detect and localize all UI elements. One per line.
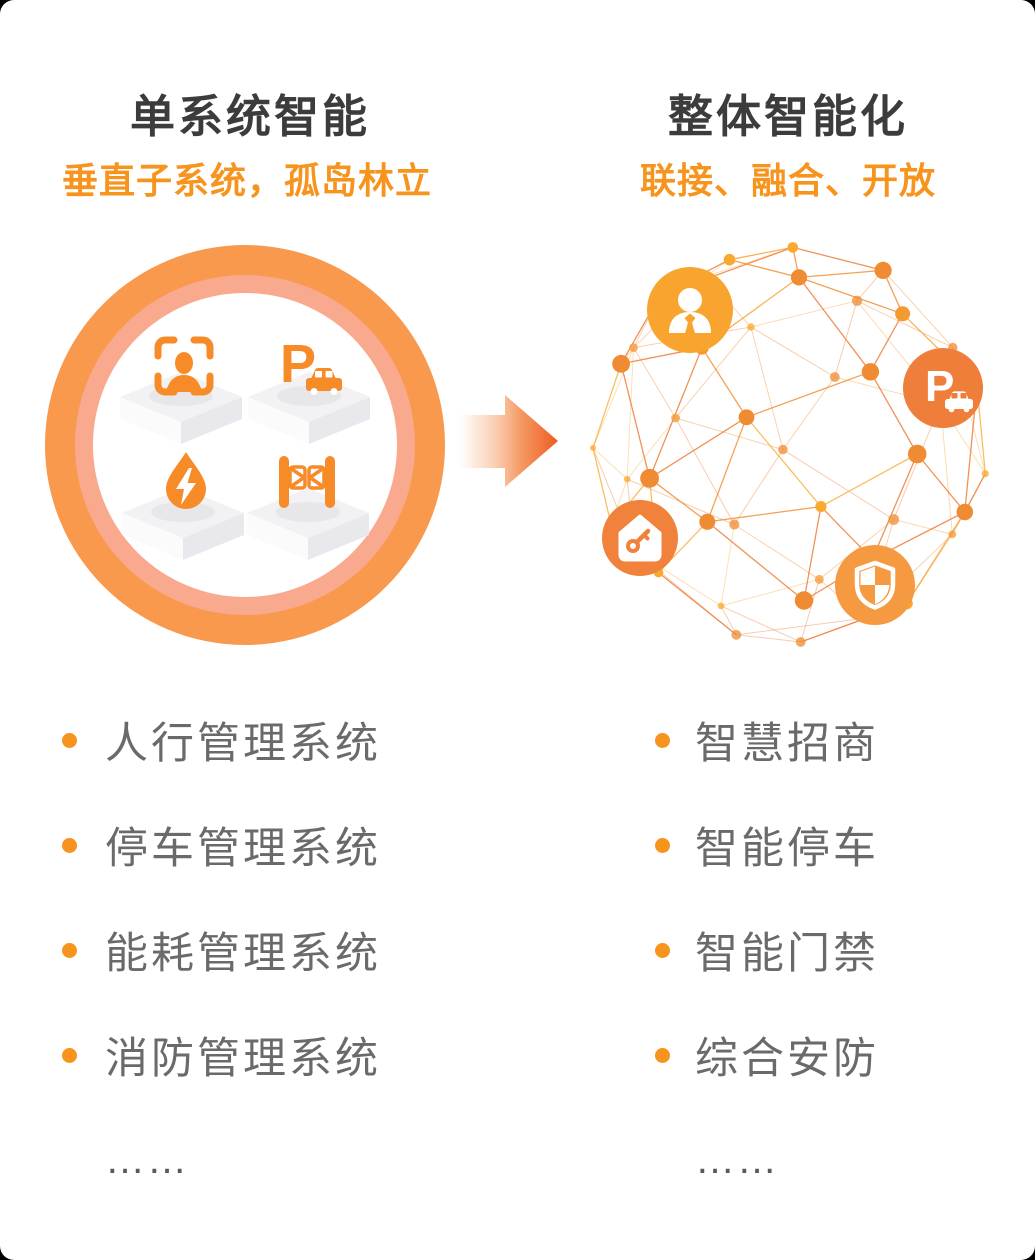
list-ellipsis: ……	[655, 1138, 879, 1182]
left-subtitle: 垂直子系统，孤岛林立	[61, 160, 432, 201]
smart-parking-badge: P	[903, 348, 983, 428]
list-item: 消防管理系统	[62, 1033, 381, 1083]
list-item-label: 智能门禁	[695, 930, 879, 978]
security-shield-badge	[835, 545, 915, 625]
list-item: 能耗管理系统	[62, 928, 381, 978]
left-system-list: 人行管理系统 停车管理系统 能耗管理系统 消防管理系统 ……	[62, 718, 381, 1243]
home-access-badge	[602, 500, 678, 576]
bullet-icon	[655, 837, 670, 853]
bullet-icon	[62, 1047, 77, 1063]
list-item-label: 停车管理系统	[105, 825, 381, 873]
list-item: 智慧招商	[655, 718, 879, 768]
right-capability-list: 智慧招商 智能停车 智能门禁 综合安防 ……	[655, 718, 879, 1243]
platform	[247, 488, 369, 560]
list-item: 综合安防	[655, 1033, 879, 1083]
bullet-icon	[655, 1047, 670, 1063]
list-item-label: 人行管理系统	[105, 720, 381, 768]
list-item-label: 智慧招商	[695, 720, 879, 768]
list-ellipsis: ……	[62, 1138, 381, 1182]
ring-inner-fill	[93, 293, 397, 597]
ellipsis-label: ……	[695, 1137, 779, 1182]
parking-icon: P	[280, 334, 342, 395]
list-item-label: 智能停车	[695, 825, 879, 873]
bullet-icon	[655, 942, 670, 958]
ellipsis-label: ……	[105, 1137, 189, 1182]
face-recognition-icon	[154, 336, 214, 396]
business-person-badge	[647, 267, 733, 353]
bullet-icon	[62, 837, 77, 853]
bullet-icon	[62, 732, 77, 748]
house-key-icon	[618, 514, 662, 562]
list-item-label: 消防管理系统	[105, 1035, 381, 1083]
gate-icon	[279, 456, 335, 508]
energy-drop-icon	[166, 452, 206, 509]
bullet-icon	[655, 732, 670, 748]
subsystem-slabs: P	[120, 334, 370, 560]
right-subtitle: 联接、融合、开放	[639, 160, 936, 201]
shield-icon	[854, 560, 896, 610]
list-item: 智能门禁	[655, 928, 879, 978]
list-item-label: 能耗管理系统	[105, 930, 381, 978]
bullet-icon	[62, 942, 77, 958]
subsystem-ring	[45, 245, 445, 645]
platform	[122, 488, 244, 560]
right-title: 整体智能化	[667, 91, 908, 142]
list-item: 停车管理系统	[62, 823, 381, 873]
left-title: 单系统智能	[129, 91, 370, 142]
list-item-label: 综合安防	[695, 1035, 879, 1083]
transition-arrow	[440, 380, 570, 510]
network-sphere: P	[575, 232, 1005, 662]
network-mesh	[590, 242, 989, 647]
parking-car-icon: P	[925, 362, 973, 413]
list-item: 人行管理系统	[62, 718, 381, 768]
person-icon	[669, 288, 711, 338]
list-item: 智能停车	[655, 823, 879, 873]
